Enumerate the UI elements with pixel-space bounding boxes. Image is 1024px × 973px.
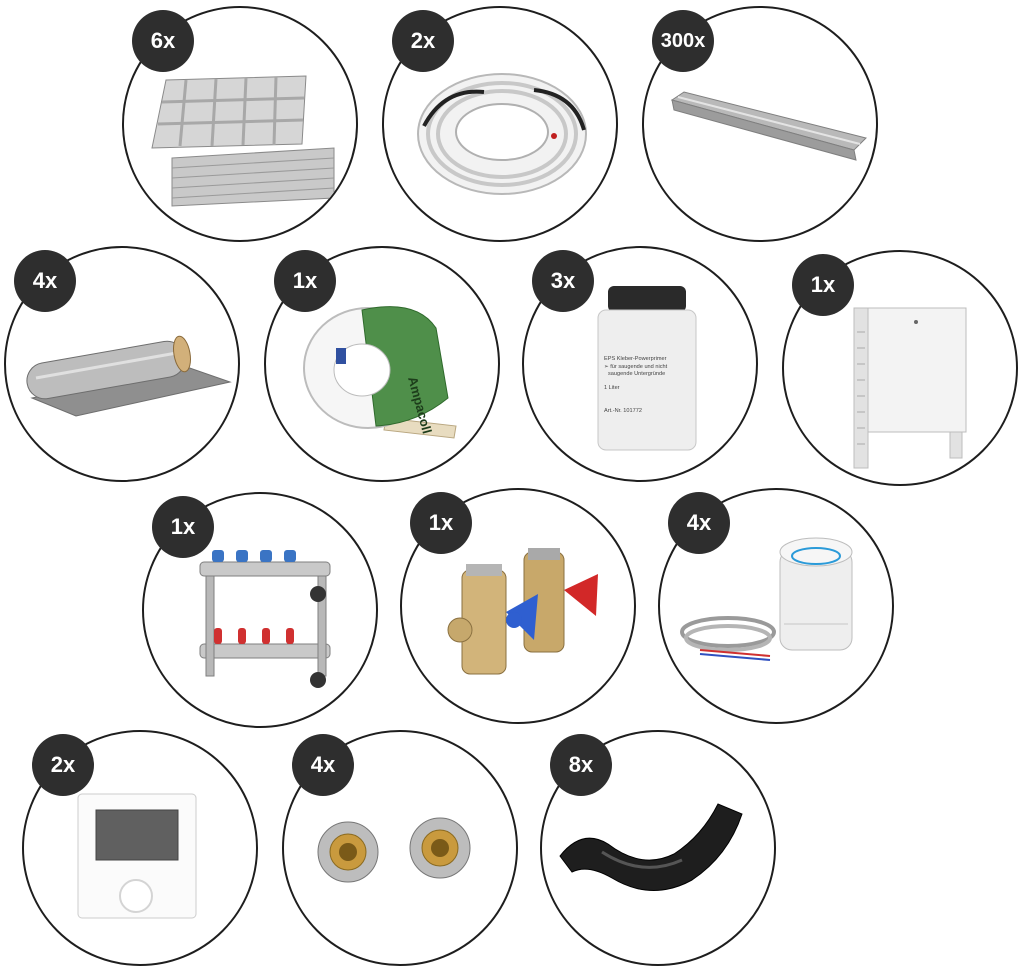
heat-conducting-plate-icon (670, 91, 867, 161)
item-pipe-bend-support: 8x (540, 730, 776, 966)
item-manifold: 1x (142, 492, 378, 728)
quantity-badge: 1x (152, 496, 214, 558)
bottle-label-line5: Art.-Nr. 101772 (604, 408, 642, 414)
insulation-panels-icon (151, 75, 335, 207)
item-heat-conducting-plate: 300x (642, 6, 878, 242)
item-primer-bottle: EPS Kleber-Powerprimer ➢ für saugende un… (522, 246, 758, 482)
adhesive-tape-icon: Ampacoll (303, 306, 457, 439)
product-circle (282, 730, 518, 966)
manifold-icon (199, 550, 331, 688)
bottle-label-line1: EPS Kleber-Powerprimer (604, 356, 667, 362)
foil-roll-icon (26, 335, 232, 417)
bottle-label-line2: ➢ für saugende und nicht (604, 364, 668, 370)
quantity-badge: 1x (410, 492, 472, 554)
item-compression-fittings: 4x (282, 730, 518, 966)
actuator-icon (680, 537, 853, 661)
quantity-badge: 2x (392, 10, 454, 72)
item-foil-roll: 4x (4, 246, 240, 482)
pipe-bend-support-icon (559, 803, 743, 891)
item-ball-valves: 1x (400, 488, 636, 724)
item-adhesive-tape: Ampacoll 1x (264, 246, 500, 482)
ball-valves-icon (447, 548, 598, 675)
compression-fitting-icon (317, 817, 471, 883)
quantity-badge: 1x (274, 250, 336, 312)
quantity-badge: 3x (532, 250, 594, 312)
thermostat-icon (77, 793, 197, 919)
item-pipe-coil: 2x (382, 6, 618, 242)
quantity-badge: 6x (132, 10, 194, 72)
quantity-badge: 4x (14, 250, 76, 312)
item-actuator: 4x (658, 488, 894, 724)
item-thermostat: 2x (22, 730, 258, 966)
quantity-badge: 4x (292, 734, 354, 796)
bottle-label-line4: 1 Liter (604, 385, 620, 391)
item-manifold-cabinet: 1x (782, 250, 1018, 486)
item-insulation-panels: 6x (122, 6, 358, 242)
bottle-label-line3: saugende Untergründe (608, 371, 665, 377)
quantity-badge: 2x (32, 734, 94, 796)
product-circle (122, 6, 358, 242)
primer-bottle-icon: EPS Kleber-Powerprimer ➢ für saugende un… (597, 286, 697, 451)
product-circle (382, 6, 618, 242)
product-circle: Ampacoll (264, 246, 500, 482)
quantity-badge: 300x (652, 10, 714, 72)
quantity-badge: 4x (668, 492, 730, 554)
manifold-cabinet-icon (853, 307, 967, 469)
pipe-coil-icon (417, 73, 587, 195)
quantity-badge: 8x (550, 734, 612, 796)
quantity-badge: 1x (792, 254, 854, 316)
